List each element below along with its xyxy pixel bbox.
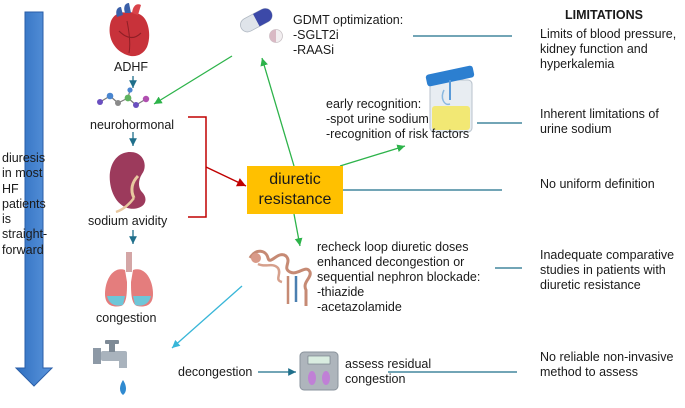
tablet-icon	[269, 29, 283, 43]
molecule-icon	[97, 87, 150, 108]
scale-icon	[299, 351, 339, 391]
early-recognition-text: early recognition: -spot urine sodium -r…	[326, 97, 470, 141]
congestion-label: congestion	[96, 311, 157, 325]
green-arrows	[153, 55, 406, 247]
lungs-icon	[105, 252, 153, 307]
limitation-item: Inadequate comparative studies in patien…	[540, 248, 675, 292]
neurohormonal-label: neurohormonal	[90, 118, 175, 132]
sodium-avidity-label: sodium avidity	[88, 214, 168, 228]
diuresis-arrow-text: diuresis in most HF patients is straight…	[2, 151, 48, 257]
diuretic-resistance-box: diuretic resistance	[247, 166, 343, 214]
kidney-icon	[109, 152, 146, 214]
diuretic-resistance-label: diuretic resistance	[258, 171, 332, 208]
diuresis-arrow	[14, 11, 54, 387]
recheck-text: recheck loop diuretic doses enhanced dec…	[317, 240, 481, 314]
assess-text: assess residual congestion	[345, 357, 432, 386]
limitation-item: Limits of blood pressure, kidney functio…	[540, 27, 677, 71]
limitation-item: No uniform definition	[540, 177, 655, 191]
cyan-arrow	[171, 285, 243, 349]
limitations-header: LIMITATIONS	[565, 8, 643, 22]
limitation-item: No reliable non-invasive method to asses…	[540, 350, 674, 379]
pill-capsule-icon	[240, 8, 273, 33]
heart-icon	[109, 3, 150, 57]
faucet-icon	[93, 340, 127, 395]
limitation-item: Inherent limitations of urine sodium	[540, 107, 659, 136]
urine-cup-icon	[425, 65, 475, 133]
adhf-label: ADHF	[114, 60, 149, 74]
limitation-connectors	[258, 35, 522, 376]
decongestion-label: decongestion	[178, 365, 253, 379]
gdmt-text: GDMT optimization: -SGLT2i -RAASi	[293, 13, 404, 57]
nephron-icon	[248, 249, 312, 306]
red-bracket	[188, 116, 247, 218]
